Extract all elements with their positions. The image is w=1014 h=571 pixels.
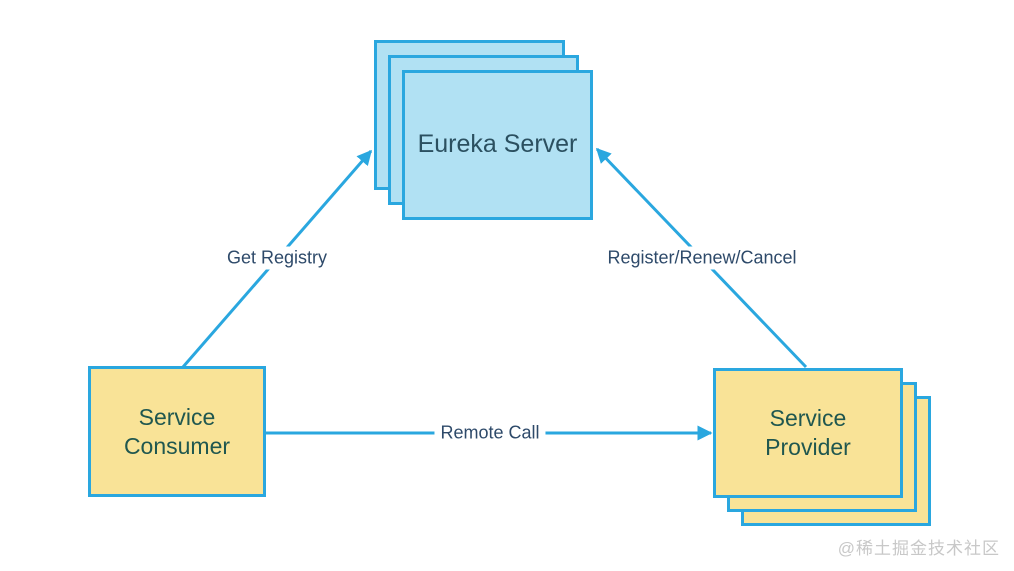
service-consumer-label: Service Consumer <box>123 403 231 459</box>
watermark-text: @稀土掘金技术社区 <box>837 539 1000 558</box>
node-service-consumer: Service Consumer <box>88 366 266 497</box>
register-renew-cancel-edge-label: Register/Renew/Cancel <box>601 246 803 270</box>
get-registry-edge-label: Get Registry <box>220 246 334 270</box>
remote-call-edge-label: Remote Call <box>434 421 546 445</box>
node-service-provider: Service Provider <box>713 368 903 498</box>
service-provider-label: Service Provider <box>765 405 851 460</box>
eureka-server-label: Eureka Server <box>417 130 578 159</box>
node-eureka-server: Eureka Server <box>402 70 593 220</box>
